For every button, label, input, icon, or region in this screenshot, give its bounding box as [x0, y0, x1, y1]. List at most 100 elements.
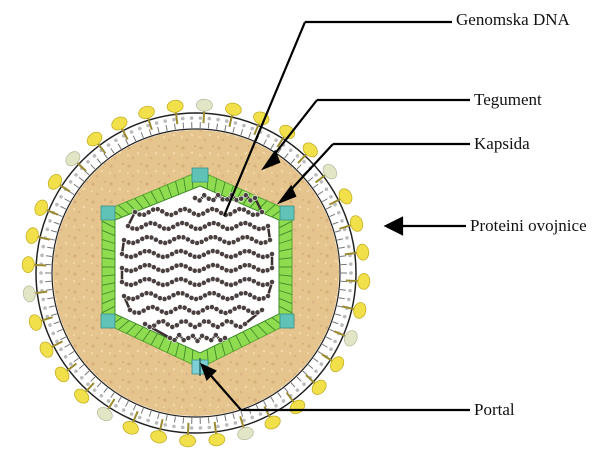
spike-head	[95, 405, 115, 424]
glycoprotein-spike	[149, 419, 167, 444]
dna-bead	[156, 319, 161, 324]
lipid-head	[320, 180, 324, 184]
lipid-head	[347, 245, 351, 249]
lipid-tick	[46, 290, 52, 291]
label-genomic-dna: Genomska DNA	[456, 10, 570, 30]
spike-stalk	[345, 253, 358, 255]
lipid-head	[337, 211, 341, 215]
capsid-vertex	[280, 206, 294, 220]
dna-bead	[243, 193, 248, 198]
lipid-head	[64, 355, 68, 359]
dna-bead	[165, 322, 170, 327]
lipid-head	[114, 404, 118, 408]
lipid-head	[130, 130, 134, 134]
dna-bead	[228, 309, 233, 314]
dna-bead	[191, 211, 196, 216]
lipid-head	[314, 369, 318, 373]
spike-stalk	[33, 265, 46, 266]
label-tegument: Tegument	[474, 90, 542, 110]
lipid-head	[138, 127, 142, 131]
capsid-vertex	[192, 168, 208, 182]
spike-head	[352, 301, 367, 319]
lipid-head	[40, 254, 44, 258]
lipid-tick	[183, 417, 184, 423]
lipid-head	[259, 412, 263, 416]
lipid-head	[296, 388, 300, 392]
lipid-head	[207, 117, 211, 121]
lipid-head	[340, 219, 344, 223]
dna-bead	[190, 333, 195, 338]
spike-head	[196, 99, 213, 112]
dna-bead	[188, 322, 193, 327]
dna-bead	[213, 332, 218, 337]
lipid-head	[100, 394, 104, 398]
dna-bead	[147, 324, 152, 329]
lipid-head	[234, 421, 238, 425]
capsid-vertex	[101, 314, 115, 328]
lipid-head	[41, 298, 45, 302]
lipid-head	[59, 347, 63, 351]
lipid-head	[250, 127, 254, 131]
lipid-head	[216, 425, 220, 429]
dna-bead	[155, 306, 160, 311]
lipid-head	[163, 423, 167, 427]
lipid-head	[282, 399, 286, 403]
lipid-head	[74, 369, 78, 373]
lipid-head	[146, 419, 150, 423]
lipid-head	[314, 173, 318, 177]
spike-stalk	[346, 280, 359, 281]
label-portal: Portal	[474, 400, 515, 420]
dna-bead	[119, 265, 124, 270]
lipid-head	[349, 262, 353, 266]
dna-bead	[269, 279, 274, 284]
lipid-head	[107, 143, 111, 147]
glycoprotein-spike	[46, 172, 71, 192]
lipid-head	[199, 426, 203, 430]
lipid-head	[86, 382, 90, 386]
lipid-head	[242, 124, 246, 128]
spike-head	[85, 129, 105, 148]
lipid-tick	[208, 123, 209, 129]
lipid-head	[333, 340, 337, 344]
lipid-head	[130, 412, 134, 416]
dna-bead	[265, 223, 270, 228]
lipid-head	[93, 154, 97, 158]
spike-head	[22, 256, 35, 273]
lipid-head	[48, 219, 52, 223]
lipid-tick	[340, 256, 346, 257]
lipid-head	[329, 347, 333, 351]
glycoprotein-spike	[33, 198, 58, 217]
dna-bead	[197, 198, 202, 203]
lipid-head	[274, 138, 278, 142]
dna-bead	[202, 193, 207, 198]
spike-head	[208, 433, 225, 447]
spike-head	[46, 172, 65, 192]
lipid-head	[93, 388, 97, 392]
dna-bead	[201, 319, 206, 324]
spike-stalk	[176, 111, 178, 124]
spike-head	[356, 243, 370, 260]
lipid-head	[45, 228, 49, 232]
lipid-head	[343, 315, 347, 319]
lipid-head	[234, 121, 238, 125]
dna-bead	[211, 323, 216, 328]
spike-head	[320, 162, 339, 182]
dna-bead	[121, 293, 126, 298]
dna-bead	[269, 251, 274, 256]
lipid-head	[207, 426, 211, 430]
lipid-tick	[340, 290, 346, 291]
capsid-vertex	[280, 314, 294, 328]
dna-bead	[233, 323, 238, 328]
spike-head	[22, 285, 36, 302]
lipid-head	[181, 426, 185, 430]
dna-bead	[195, 338, 200, 343]
lipid-head	[329, 195, 333, 199]
lipid-head	[181, 117, 185, 121]
spike-stalk	[188, 423, 189, 436]
lipid-head	[39, 280, 43, 284]
dna-bead	[252, 195, 257, 200]
arrowhead-envelope-proteins	[386, 218, 402, 234]
lipid-head	[225, 119, 229, 123]
lipid-head	[155, 121, 159, 125]
dna-bead	[121, 237, 126, 242]
